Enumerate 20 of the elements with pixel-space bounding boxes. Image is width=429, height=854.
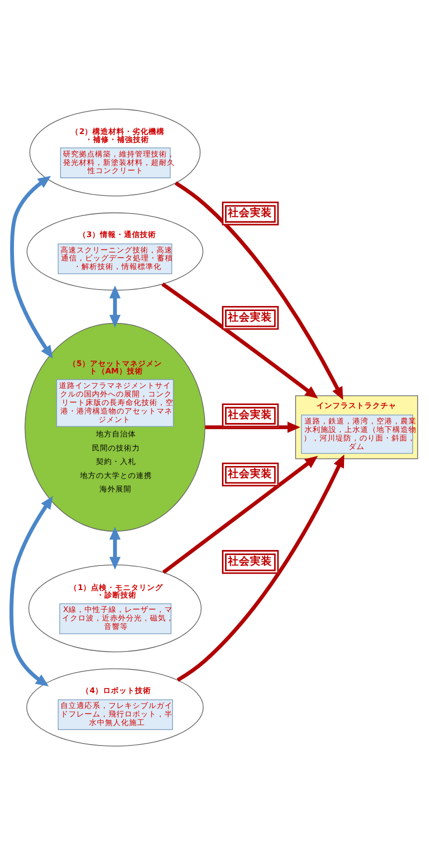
node-ellipse: （5）アセットマネジメント（AM）技術 道路インフラマネジメントサイクルの国内外への展開，コンクリート床版の長寿命化技術，空港・港湾構造物のアセットマネジメント 地方自治体 民間の技術力 契約・入札 地方の大学との連携 海外展開 (24, 322, 206, 532)
arrow (174, 180, 344, 400)
edge-label: 社会実装 (228, 554, 272, 567)
arrow (161, 282, 318, 398)
arrow (10, 175, 53, 358)
arrow (10, 496, 53, 686)
node-ellipse: （4）ロボット技術 自立適応系，フレキシブルガイドフレーム，飛行ロボット，半水中無人化施工 (26, 668, 204, 746)
arrow (109, 284, 121, 328)
edge-label: 社会実装 (228, 310, 272, 323)
edge-label: 社会実装 (228, 466, 272, 480)
arrow (162, 455, 318, 574)
arrow (109, 526, 121, 570)
node-box: インフラストラクチャ 道路，鉄道，港湾，空港，農業水利施設，上水道（地下構造物），河川堤防，のり面・斜面，ダム (295, 394, 418, 459)
arrow (176, 454, 344, 682)
edge-label: 社会実装 (228, 407, 272, 420)
arrow (205, 421, 300, 432)
node-ellipse: （2）構造材料・劣化機構・補修・補強技術 研究拠点構築，維持管理技術，発光材料，新塗装材料，超耐久性コンクリート (29, 108, 201, 196)
node-ellipse: （3）情報・通信技術 高速スクリーニング技術，高速通信，ビッグデータ処理・蓄積・解析技術，情報標準化 (26, 212, 204, 290)
node-ellipse: （1）点検・モニタリング・診断技術 X線，中性子線，レーザー，マイクロ波，近赤外分光，磁気，音響等 (28, 564, 202, 652)
edge-label: 社会実装 (228, 205, 272, 218)
